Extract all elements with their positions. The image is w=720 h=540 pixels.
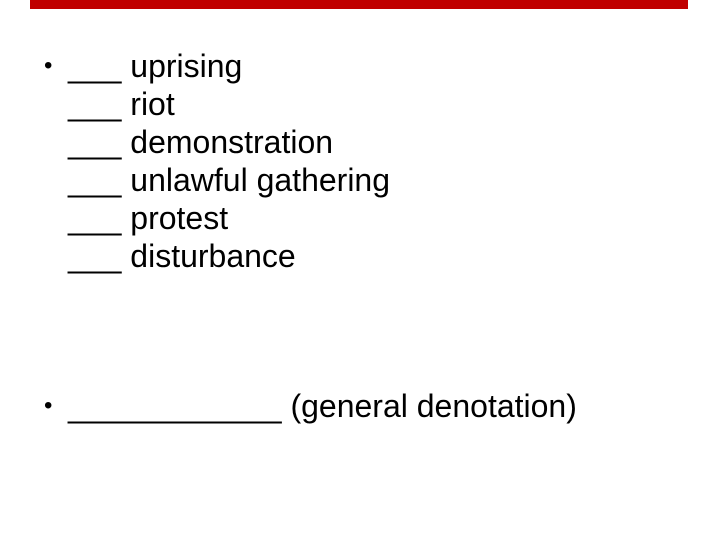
word-list: ___ uprising ___ riot ___ demonstration …	[68, 47, 390, 275]
list-item: ___ disturbance	[68, 238, 296, 274]
denotation-text: ____________ (general denotation)	[68, 388, 577, 424]
list-item: ___ riot	[68, 86, 175, 122]
list-item: ___ demonstration	[68, 124, 334, 160]
bullet-icon: •	[44, 52, 53, 79]
top-accent-bar	[30, 0, 688, 9]
list-item: ___ uprising	[68, 48, 243, 84]
bullet-icon: •	[44, 392, 53, 419]
list-item: ___ unlawful gathering	[68, 162, 391, 198]
list-item: ___ protest	[68, 200, 229, 236]
denotation-line: ____________ (general denotation)	[68, 387, 577, 425]
